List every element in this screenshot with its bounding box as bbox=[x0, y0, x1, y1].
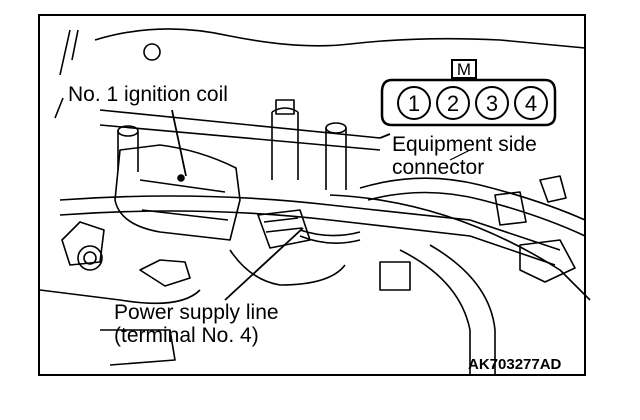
connector-pin-2 bbox=[436, 86, 470, 120]
connector-pin-number: 2 bbox=[447, 91, 459, 116]
connector-symbol: M 1 2 3 4 bbox=[380, 59, 557, 127]
connector-key-tab bbox=[451, 59, 477, 79]
equipment-connector-label-line1: Equipment side bbox=[392, 133, 537, 156]
connector-pin-number: 1 bbox=[408, 91, 420, 116]
connector-pin-number: 4 bbox=[525, 91, 537, 116]
ignition-coil-label: No. 1 ignition coil bbox=[68, 83, 228, 106]
connector-pin-number: 3 bbox=[486, 91, 498, 116]
equipment-connector-label-line2: connector bbox=[392, 156, 485, 179]
power-supply-label-line1: Power supply line bbox=[114, 301, 279, 324]
connector-pin-4 bbox=[514, 86, 548, 120]
connector-pin-3 bbox=[475, 86, 509, 120]
diagram-border bbox=[38, 14, 586, 376]
engine-line-art bbox=[39, 28, 591, 375]
connector-pin-1 bbox=[397, 86, 431, 120]
power-supply-label-line2: (terminal No. 4) bbox=[114, 324, 259, 347]
connector-key-label: M bbox=[457, 60, 471, 79]
figure-code: AK703277AD bbox=[468, 356, 562, 373]
